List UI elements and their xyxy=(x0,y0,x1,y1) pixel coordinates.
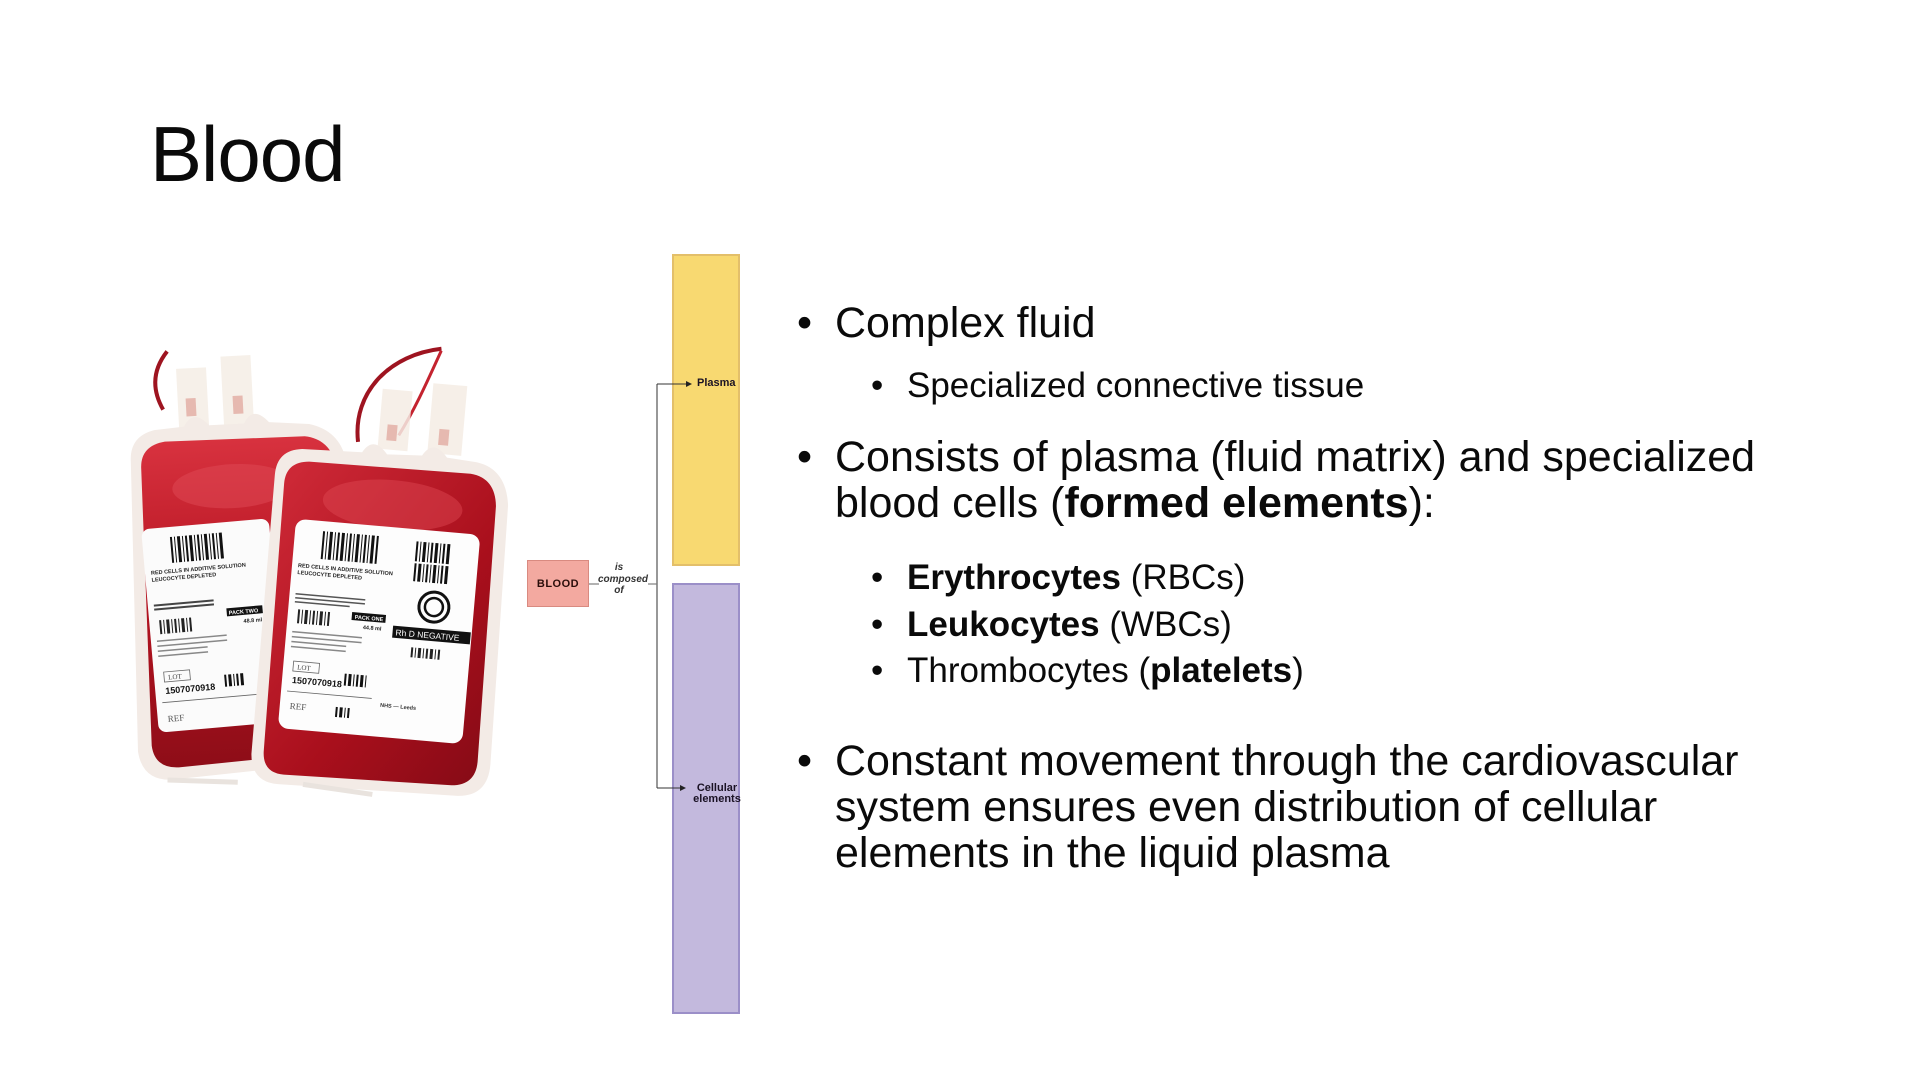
bullet-text: (RBCs) xyxy=(1120,558,1246,597)
bullet-text: Thrombocytes ( xyxy=(907,651,1151,690)
bullet-text: Specialized connective tissue xyxy=(907,366,1365,405)
bullet-erythrocytes: • Erythrocytes (RBCs) xyxy=(871,555,1807,601)
back-label-lot-label: LOT xyxy=(168,672,183,681)
bullet-text: Constant movement through the cardiovasc… xyxy=(835,737,1739,877)
bullet-thrombocytes: • Thrombocytes (platelets) xyxy=(871,648,1807,694)
relation-label: is composed of xyxy=(598,562,649,597)
blood-node-label: BLOOD xyxy=(536,577,580,590)
bullet-icon: • xyxy=(797,433,813,481)
back-label-subtitle: LEUCOCYTE DEPLETED xyxy=(151,572,216,584)
plasma-bar xyxy=(672,254,740,566)
front-blood-bag: RED CELLS IN ADDITIVE SOLUTION LEUCOCYTE… xyxy=(251,346,509,797)
relation-line-1: is xyxy=(614,562,624,573)
bullet-bold-text: formed elements xyxy=(1064,479,1409,527)
bullet-text: (WBCs) xyxy=(1099,605,1232,644)
bullet-leukocytes: • Leukocytes (WBCs) xyxy=(871,602,1807,648)
bullet-bold-text: Leukocytes xyxy=(907,605,1100,644)
bullet-text: Consists of plasma (fluid matrix) and sp… xyxy=(835,433,1756,527)
diagram-connectors xyxy=(589,381,692,791)
bullet-icon: • xyxy=(871,651,884,690)
back-label-volume: 48.8 ml xyxy=(243,617,263,625)
blood-node: BLOOD xyxy=(527,560,589,607)
bullet-specialized-tissue: • Specialized connective tissue xyxy=(871,363,1807,409)
front-label-subtitle: LEUCOCYTE DEPLETED xyxy=(297,570,362,582)
cellular-elements-label: Cellular elements xyxy=(692,783,742,805)
front-label-pack: PACK ONE xyxy=(354,615,383,624)
bullet-complex-fluid: • Complex fluid xyxy=(797,299,1845,347)
bullet-text-end: ): xyxy=(1408,479,1435,527)
blood-bags-photo: RED CELLS IN ADDITIVE SOLUTION LEUCOCYTE… xyxy=(130,346,509,797)
bullet-constant-movement: • Constant movement through the cardiova… xyxy=(797,737,1815,877)
bullet-icon: • xyxy=(871,558,884,597)
relation-line-2: composed xyxy=(598,573,649,585)
bullet-icon: • xyxy=(797,737,813,785)
bullet-icon: • xyxy=(871,605,884,644)
front-label-lot-number: 1507070918 xyxy=(292,675,343,689)
front-label-volume: 44.8 ml xyxy=(363,625,383,633)
front-label-ref: REF xyxy=(289,701,306,712)
back-label-ref: REF xyxy=(167,712,184,723)
bullet-text-end: ) xyxy=(1292,651,1304,690)
front-label-site: NHS — Leeds xyxy=(380,703,416,712)
back-label-lot-number: 1507070918 xyxy=(165,682,216,696)
bullet-consists-of: • Consists of plasma (fluid matrix) and … xyxy=(797,433,1845,527)
cellular-arrow-icon xyxy=(680,785,686,791)
back-label-pack: PACK TWO xyxy=(229,608,260,617)
bullet-icon: • xyxy=(797,299,813,347)
cellular-label-line-1: Cellular xyxy=(696,782,738,794)
cellular-label-line-2: elements xyxy=(693,793,741,805)
cellular-elements-bar xyxy=(672,583,740,1014)
plasma-label: Plasma xyxy=(697,377,736,389)
blood-composition-diagram: BLOOD is composed of Plasma Cellular ele… xyxy=(520,250,760,1020)
bullet-bold-text: Erythrocytes xyxy=(907,558,1121,597)
plasma-arrow-icon xyxy=(686,381,692,387)
bullet-text: Complex fluid xyxy=(835,299,1096,347)
slide-title: Blood xyxy=(150,110,345,198)
relation-line-3: of xyxy=(614,585,624,596)
bullet-icon: • xyxy=(871,366,884,405)
bullet-bold-text: platelets xyxy=(1150,651,1293,690)
front-label-lot-label: LOT xyxy=(297,663,312,672)
